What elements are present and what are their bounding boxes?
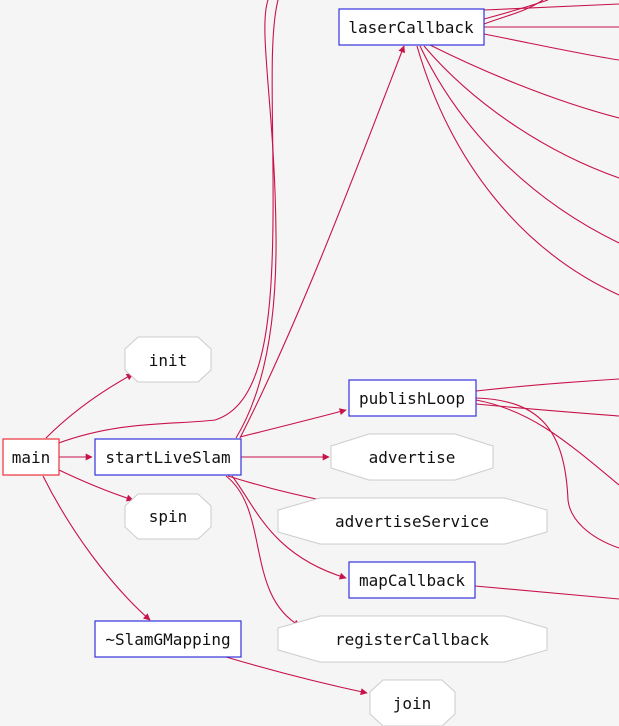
edge-main-spin <box>58 469 134 502</box>
edge-publish-offscreen-3 <box>475 399 619 486</box>
node-label: spin <box>149 507 188 526</box>
node-publishLoop[interactable]: publishLoop <box>348 379 477 417</box>
node-label: main <box>12 448 51 467</box>
edge-start-registerCallback <box>225 475 301 627</box>
edge-start-mapCallback <box>231 475 347 580</box>
node-label: laserCallback <box>348 18 474 37</box>
edge-map-offscreen <box>474 585 619 600</box>
node-label: init <box>149 351 188 370</box>
edge-laser-offscreen-3 <box>483 3 619 11</box>
node-label: mapCallback <box>359 571 465 590</box>
node-mapCallback[interactable]: mapCallback <box>348 561 476 599</box>
edge-laser-offscreen-7 <box>423 45 619 179</box>
node-advertiseService[interactable]: advertiseService <box>277 497 548 545</box>
edge-main-init <box>45 373 134 439</box>
node-label: registerCallback <box>335 630 489 649</box>
node-laserCallback[interactable]: laserCallback <box>338 8 485 46</box>
node-init[interactable]: init <box>124 336 212 383</box>
node-label: advertise <box>369 448 456 467</box>
edge-laser-offscreen-1 <box>483 0 549 20</box>
edge-slamGMapping-join <box>225 656 368 696</box>
node-label: join <box>393 694 432 713</box>
edge-laser-offscreen-2 <box>483 0 544 25</box>
edge-laser-offscreen-5 <box>483 33 619 61</box>
edge-publish-offscreen-2 <box>475 403 619 417</box>
node-label: ~SlamGMapping <box>105 630 230 649</box>
node-main[interactable]: main <box>2 438 60 476</box>
edge-laser-offscreen-9 <box>416 45 619 296</box>
node-slamGMapping-destructor[interactable]: ~SlamGMapping <box>94 620 242 658</box>
edge-main-offscreen <box>55 0 279 445</box>
node-advertise[interactable]: advertise <box>330 433 494 481</box>
edge-publish-offscreen-4 <box>475 397 619 549</box>
node-label: startLiveSlam <box>105 448 230 467</box>
edge-publish-offscreen-1 <box>475 378 619 392</box>
edge-start-publishLoop <box>239 408 347 438</box>
edge-start-offscreen <box>235 0 277 439</box>
edge-main-slamGMapping <box>42 475 151 621</box>
edges <box>42 0 619 696</box>
node-registerCallback[interactable]: registerCallback <box>277 615 548 663</box>
edge-laser-offscreen-6 <box>429 44 619 119</box>
edge-laser-offscreen-8 <box>419 45 619 244</box>
edge-start-laserCallback <box>239 45 405 439</box>
node-label: publishLoop <box>359 389 465 408</box>
node-join[interactable]: join <box>369 679 456 726</box>
node-spin[interactable]: spin <box>124 493 212 540</box>
node-startLiveSlam[interactable]: startLiveSlam <box>94 438 242 476</box>
node-label: advertiseService <box>335 512 489 531</box>
